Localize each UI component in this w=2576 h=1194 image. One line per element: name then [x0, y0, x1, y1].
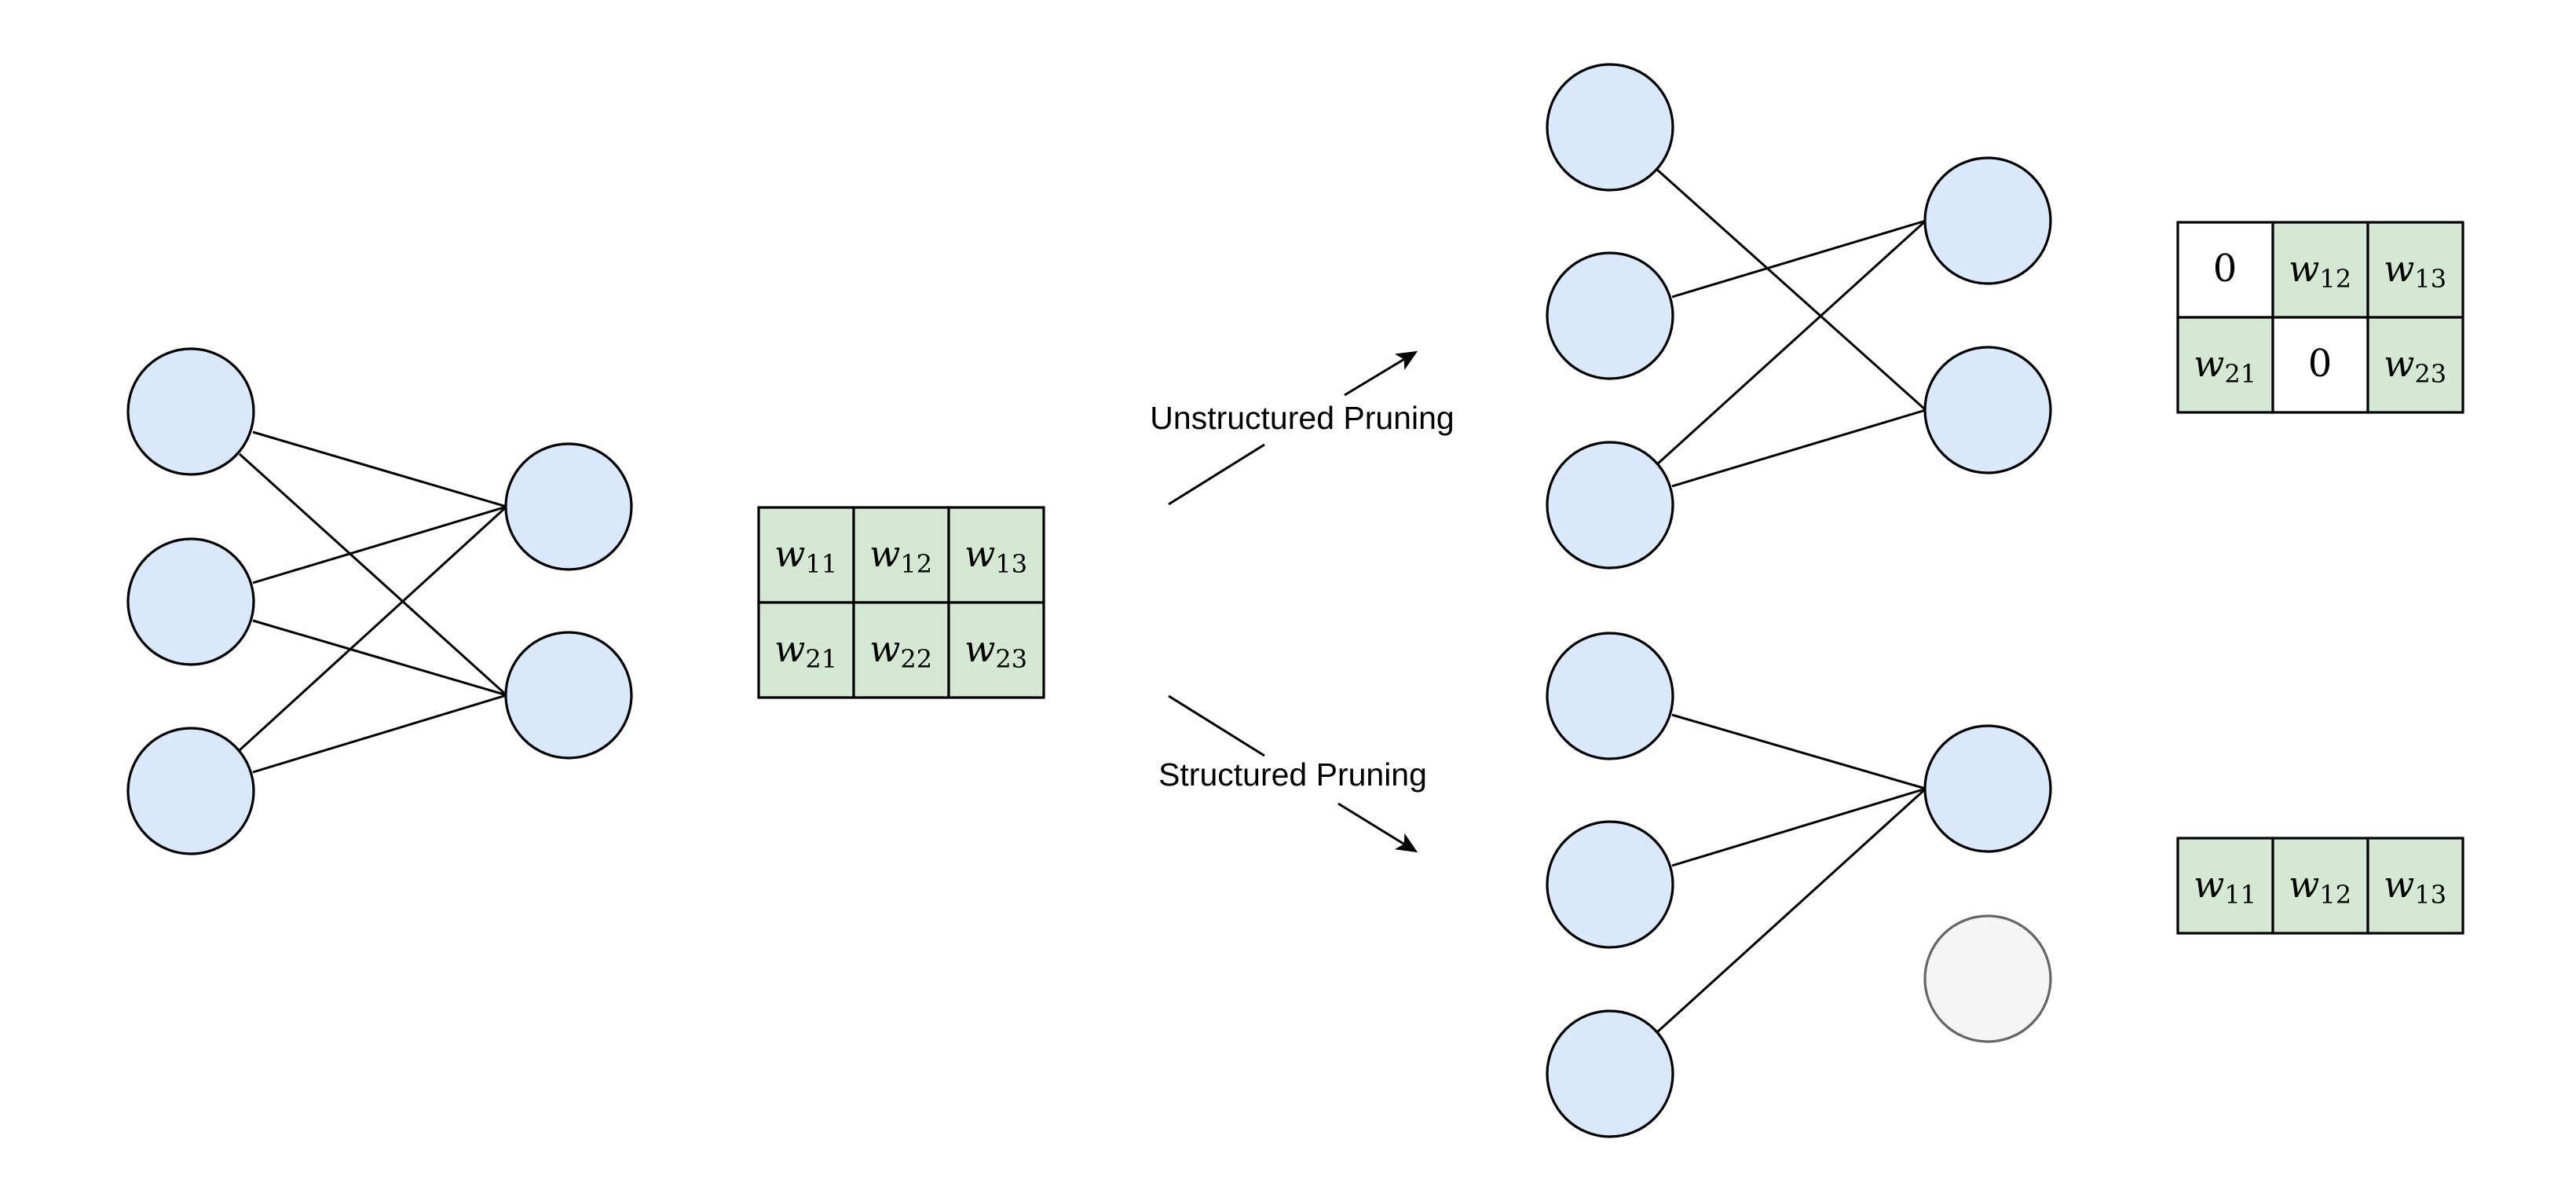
input-neuron	[126, 537, 255, 666]
weight-cell	[757, 601, 855, 699]
output-neuron	[1923, 346, 2052, 474]
weight-cell	[2271, 221, 2369, 319]
zero-cell	[2176, 221, 2274, 319]
zero-label: 0	[2308, 342, 2333, 386]
edge	[1671, 219, 1927, 298]
edge	[238, 505, 508, 752]
input-neuron	[1546, 1009, 1674, 1138]
input-neuron	[1546, 441, 1674, 570]
arrow-segment	[1337, 802, 1418, 853]
edge	[252, 505, 507, 584]
input-neuron	[126, 727, 255, 855]
edge	[1656, 787, 1927, 1034]
structured-pruning-label: Structured Pruning	[1158, 756, 1427, 793]
weight-cell	[2176, 316, 2274, 414]
original-weight-matrix: w11 w12 w13 w21 w22 w23	[757, 506, 1045, 699]
output-neuron	[1923, 156, 2052, 285]
weight-cell	[2366, 221, 2464, 319]
weight-cell	[852, 506, 950, 604]
structured-weight-matrix: w11 w12 w13	[2176, 837, 2464, 935]
weight-cell	[947, 601, 1045, 699]
unstructured-network	[1546, 63, 2052, 570]
input-neuron	[126, 347, 255, 476]
unstructured-arrow: Unstructured Pruning	[1150, 350, 1454, 506]
weight-cell	[2366, 316, 2464, 414]
input-neuron	[1546, 63, 1674, 192]
weight-cell	[2366, 837, 2464, 935]
output-neuron	[504, 631, 633, 760]
weight-cell	[947, 506, 1045, 604]
zero-label: 0	[2213, 247, 2238, 291]
weight-cell	[2176, 837, 2274, 935]
zero-cell	[2271, 316, 2369, 414]
edge	[252, 694, 507, 774]
pruned-neuron	[1923, 914, 2052, 1043]
edge	[1656, 168, 1927, 412]
edge	[238, 452, 508, 697]
weight-cell	[2271, 837, 2369, 935]
input-neuron	[1546, 820, 1674, 949]
original-network	[126, 347, 633, 855]
input-neuron	[1546, 632, 1674, 760]
edge	[1671, 408, 1927, 488]
output-neuron	[1923, 724, 2052, 853]
input-neuron	[1546, 251, 1674, 380]
arrow-segment	[1168, 694, 1265, 757]
weight-label: w12	[2289, 863, 2351, 910]
structured-network	[1546, 632, 2052, 1138]
structured-arrow: Structured Pruning	[1158, 694, 1427, 853]
arrow-segment	[1344, 350, 1418, 397]
edge	[252, 619, 507, 697]
edge	[252, 430, 507, 508]
edge	[1671, 713, 1927, 790]
unstructured-weight-matrix: 0 w12 w13 w21 0 w23	[2176, 221, 2464, 414]
arrow-segment	[1168, 443, 1265, 506]
edge	[1671, 787, 1927, 867]
edge	[1656, 219, 1927, 466]
unstructured-pruning-label: Unstructured Pruning	[1150, 400, 1454, 436]
output-neuron	[504, 442, 633, 571]
